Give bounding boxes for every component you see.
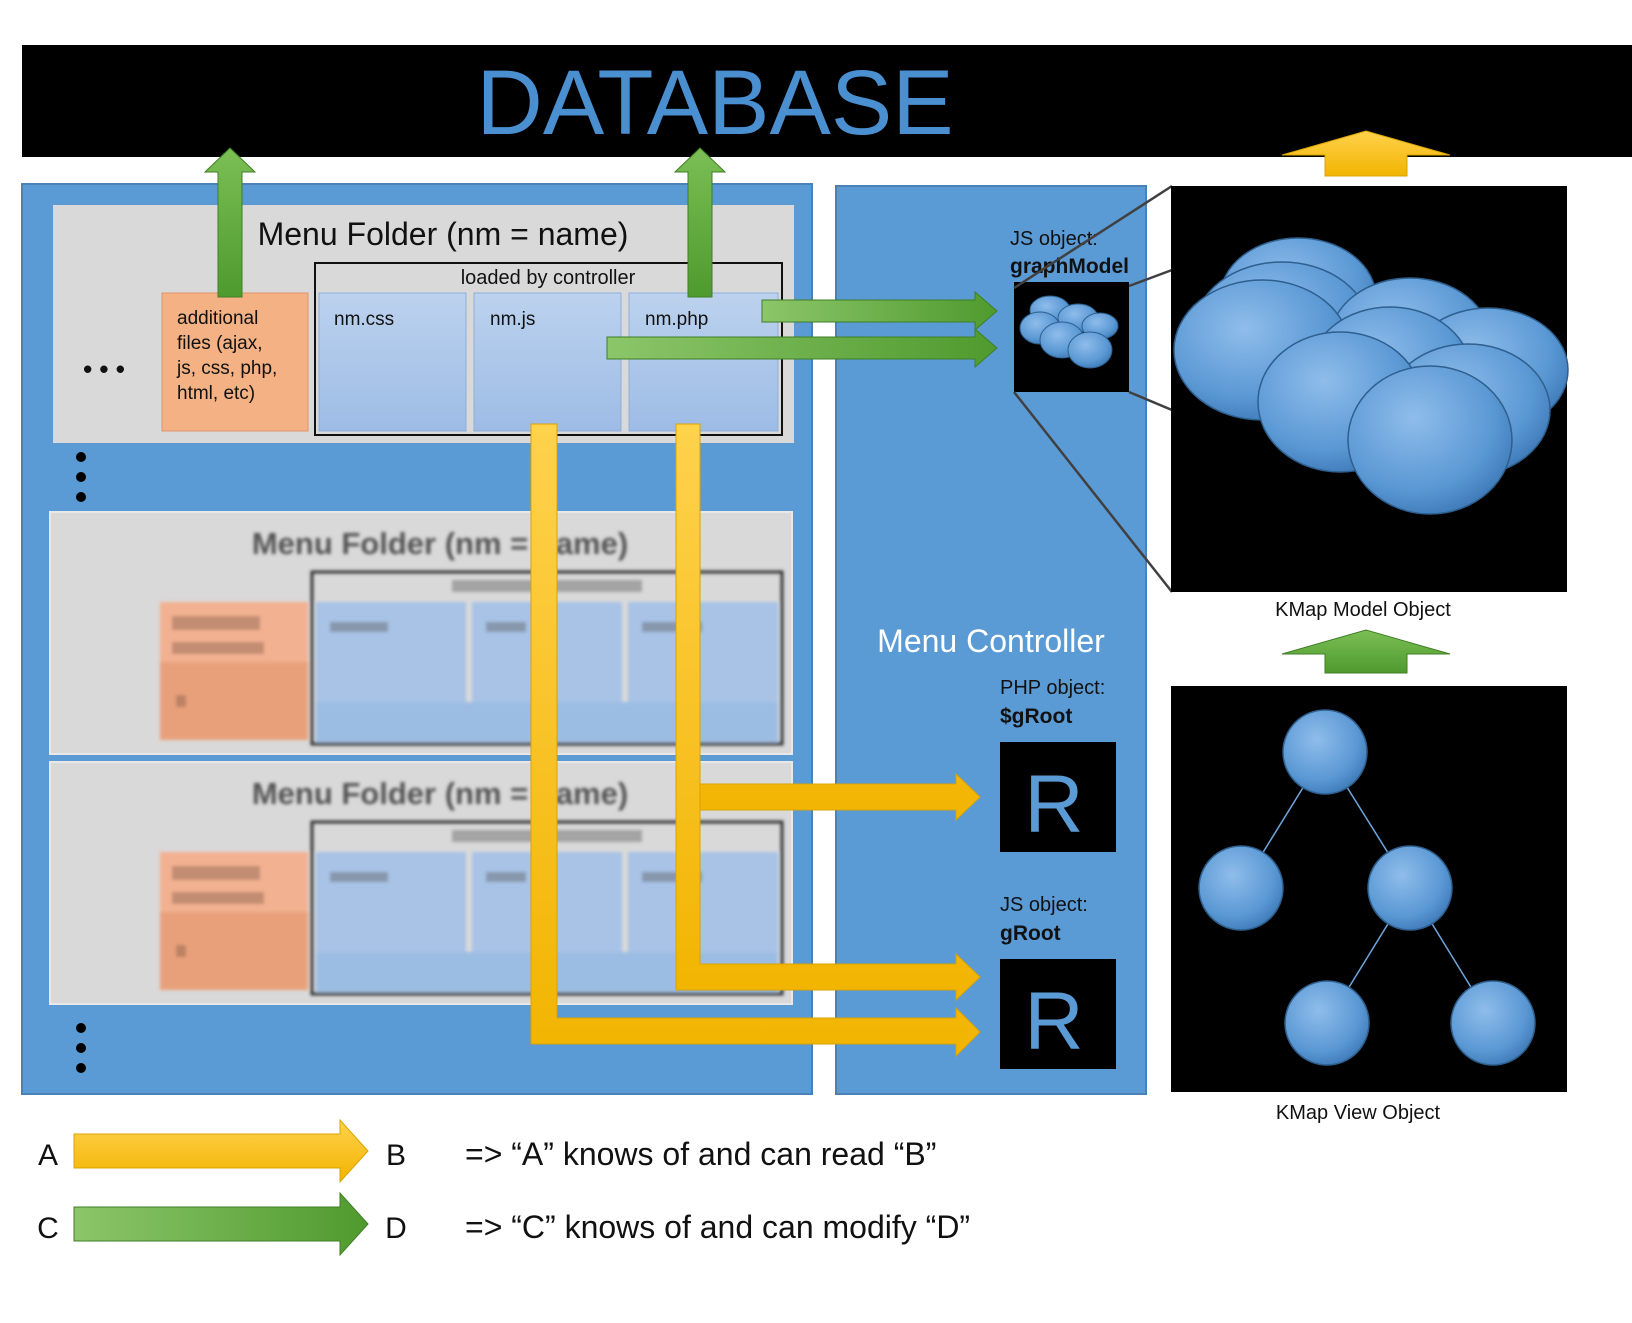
js-root-box bbox=[1000, 959, 1116, 1069]
tree-node-left bbox=[1198, 845, 1284, 931]
tree-node-right-right bbox=[1450, 980, 1536, 1066]
file-label-js: nm.js bbox=[490, 309, 535, 330]
js-reads-js-root-arrow bbox=[530, 423, 981, 1058]
additional-files-line-2: files (ajax, bbox=[177, 333, 263, 354]
js-object-name: gRoot bbox=[1000, 922, 1061, 945]
additional-files-line-1: additional bbox=[177, 308, 258, 329]
legend-d-label: D bbox=[385, 1212, 407, 1245]
loaded-by-controller-label: loaded by controller bbox=[461, 267, 636, 289]
menu-controller-title: Menu Controller bbox=[877, 623, 1105, 659]
kmap-view-object bbox=[1171, 686, 1567, 1092]
php-object-name: $gRoot bbox=[1000, 705, 1072, 728]
tree-node-right bbox=[1367, 845, 1453, 931]
file-card-php bbox=[628, 292, 779, 432]
php-to-graph-model-arrow bbox=[761, 290, 998, 332]
database-title: DATABASE bbox=[476, 52, 953, 154]
js-to-graph-model-arrow bbox=[606, 327, 998, 369]
menu-folder-faded-2: Menu Folder (nm = name) bbox=[49, 761, 793, 1005]
legend-read-arrow bbox=[73, 1118, 369, 1184]
additional-files-card bbox=[161, 292, 309, 432]
vertical-ellipsis-top bbox=[76, 452, 86, 502]
file-card-css bbox=[318, 292, 467, 432]
legend-modify-arrow bbox=[73, 1191, 369, 1257]
kmap-model-label: KMap Model Object bbox=[1275, 599, 1451, 621]
php-reads-js-root-arrow bbox=[675, 423, 981, 1002]
legend-b-label: B bbox=[386, 1139, 406, 1172]
tree-node-right-left bbox=[1284, 980, 1370, 1066]
legend-a-label: A bbox=[38, 1139, 58, 1172]
menu-folder-title: Menu Folder (nm = name) bbox=[258, 216, 629, 252]
js-object-caption: JS object: bbox=[1000, 894, 1088, 916]
php-root-box bbox=[1000, 742, 1116, 852]
additional-files-to-database-arrow bbox=[203, 147, 257, 298]
legend-c-label: C bbox=[37, 1212, 59, 1245]
side-ellipsis: • • • bbox=[83, 354, 125, 384]
model-to-database-arrow bbox=[1281, 130, 1451, 177]
graph-model-name: graphModel bbox=[1010, 255, 1129, 278]
graph-model-thumbnail bbox=[1014, 282, 1129, 392]
php-to-database-arrow bbox=[673, 147, 727, 298]
menu-folder-faded-1: Menu Folder (nm = name) bbox=[49, 511, 793, 755]
faded-folder-title-2: Menu Folder (nm = name) bbox=[252, 776, 628, 811]
tree-node-root bbox=[1282, 709, 1368, 795]
js-root-glyph: R bbox=[1024, 976, 1083, 1067]
php-root-glyph: R bbox=[1024, 759, 1083, 850]
zoom-connector-lines bbox=[1013, 184, 1173, 593]
file-label-php: nm.php bbox=[645, 309, 708, 330]
additional-files-line-4: html, etc) bbox=[177, 383, 255, 404]
legend-read-description: => “A” knows of and can read “B” bbox=[465, 1136, 936, 1172]
additional-files-line-3: js, css, php, bbox=[176, 358, 277, 379]
graph-model-caption: JS object: bbox=[1010, 228, 1098, 250]
php-object-caption: PHP object: bbox=[1000, 677, 1105, 699]
file-label-css: nm.css bbox=[334, 309, 394, 330]
legend-modify-description: => “C” knows of and can modify “D” bbox=[465, 1209, 970, 1245]
view-to-model-arrow bbox=[1281, 629, 1451, 674]
legend: A B => “A” knows of and can read “B” C D… bbox=[37, 1118, 970, 1257]
kmap-model-object bbox=[1171, 186, 1569, 592]
faded-folder-title-1: Menu Folder (nm = name) bbox=[252, 526, 628, 561]
vertical-ellipsis-bottom bbox=[76, 1023, 86, 1073]
menu-folder-main: Menu Folder (nm = name) • • • additional… bbox=[53, 205, 794, 443]
kmap-view-label: KMap View Object bbox=[1276, 1102, 1441, 1124]
